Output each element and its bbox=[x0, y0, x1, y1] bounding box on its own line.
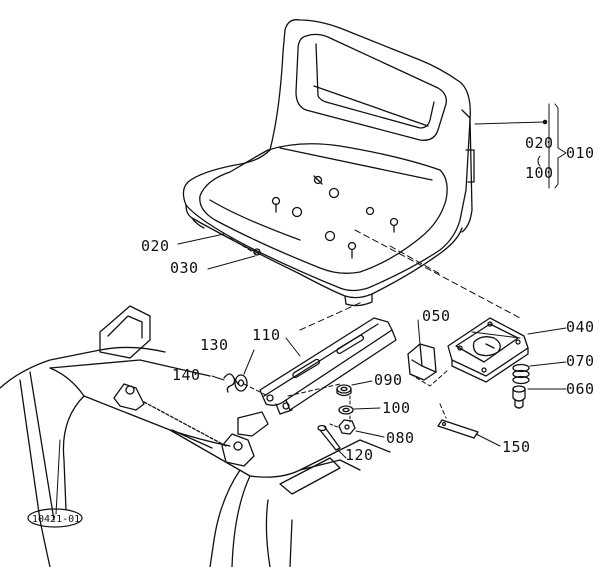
label-120: 120 bbox=[345, 446, 374, 464]
label-060: 060 bbox=[566, 380, 595, 398]
label-090: 090 bbox=[374, 371, 403, 389]
part-labels: 010 020 100 020 030 040 050 060 070 080 … bbox=[141, 134, 595, 464]
seat bbox=[182, 19, 475, 307]
bolt bbox=[512, 385, 526, 409]
seat-mounting-studs bbox=[253, 175, 399, 259]
spacer bbox=[234, 374, 248, 392]
label-100: 100 bbox=[382, 399, 411, 417]
label-070: 070 bbox=[566, 352, 595, 370]
label-030: 030 bbox=[170, 259, 199, 277]
seat-latch bbox=[407, 343, 437, 381]
label-140: 140 bbox=[172, 366, 201, 384]
pin bbox=[317, 424, 341, 451]
label-020-seat: 020 bbox=[525, 134, 554, 152]
fender bbox=[0, 305, 391, 567]
hinge-assembly bbox=[113, 383, 269, 467]
clip bbox=[223, 373, 239, 393]
label-040: 040 bbox=[566, 318, 595, 336]
label-150: 150 bbox=[502, 438, 531, 456]
seat-bracket bbox=[259, 317, 397, 415]
label-080: 080 bbox=[386, 429, 415, 447]
label-020: 020 bbox=[141, 237, 170, 255]
seat-mount-plate bbox=[447, 317, 529, 383]
label-110: 110 bbox=[252, 326, 281, 344]
spring bbox=[512, 363, 530, 385]
label-130: 130 bbox=[200, 336, 229, 354]
leader-lines bbox=[55, 103, 567, 515]
label-100-seat: 100 bbox=[525, 164, 554, 182]
figure-id-badge: 10421-01 bbox=[27, 508, 83, 528]
washers bbox=[336, 384, 356, 435]
figure-id: 10421-01 bbox=[32, 514, 80, 525]
label-010: 010 bbox=[566, 144, 595, 162]
strap bbox=[437, 419, 479, 439]
label-050: 050 bbox=[422, 307, 451, 325]
